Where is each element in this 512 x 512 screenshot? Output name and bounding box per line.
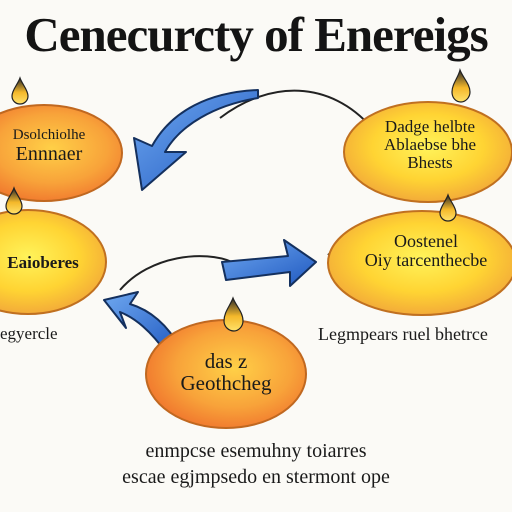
diagram-title: Cenecurcty of Enereigs <box>24 7 488 62</box>
node-mid-left-label: Eaioberes <box>0 254 88 272</box>
arrow-middle-blue <box>221 239 317 287</box>
node-top-right-label: Dadge helbte Ablaebse bhe Bhests <box>380 118 480 172</box>
arrow-top-blue <box>133 89 259 191</box>
node-top-left-label: Dsolchiolhe Ennnaer <box>0 127 104 165</box>
node-line: das z <box>204 349 248 373</box>
node-mid-right-ellipse <box>327 210 512 316</box>
arrow-left-blue <box>103 291 181 356</box>
node-line: Dsolchiolhe <box>12 127 86 143</box>
curve-middle <box>119 255 233 291</box>
node-mid-right-label: Oostenel Oiy tarcenthecbe <box>346 232 506 270</box>
node-top-left-ellipse <box>0 104 123 202</box>
side-label-right: Legmpears ruel bhetrce <box>318 324 488 344</box>
node-line: Ablaebse bhe <box>383 134 477 154</box>
droplet-icon <box>223 296 244 332</box>
node-line: Bhests <box>407 152 453 172</box>
caption-line-1: enmpcse esemuhny toiarres <box>145 440 367 462</box>
droplet-icon <box>439 193 457 222</box>
node-line: Oiy tarcenthecbe <box>364 249 488 270</box>
node-line: Eaioberes <box>7 253 79 272</box>
node-line: Geothcheg <box>180 371 272 396</box>
node-line: Ennnaer <box>15 142 83 165</box>
side-label-left: egyercle <box>0 324 58 343</box>
node-top-right-ellipse <box>343 101 512 203</box>
node-line: Dadge helbte <box>384 117 476 136</box>
droplet-icon <box>11 76 29 105</box>
node-bottom-label: das z Geothcheg <box>164 350 288 394</box>
node-line: Oostenel <box>394 231 458 251</box>
droplet-icon <box>451 67 471 103</box>
curve-top <box>219 89 373 129</box>
droplet-icon <box>5 186 23 215</box>
node-mid-left-ellipse <box>0 209 107 315</box>
caption-line-2: escae egjmpsedo en stermont ope <box>122 466 390 488</box>
